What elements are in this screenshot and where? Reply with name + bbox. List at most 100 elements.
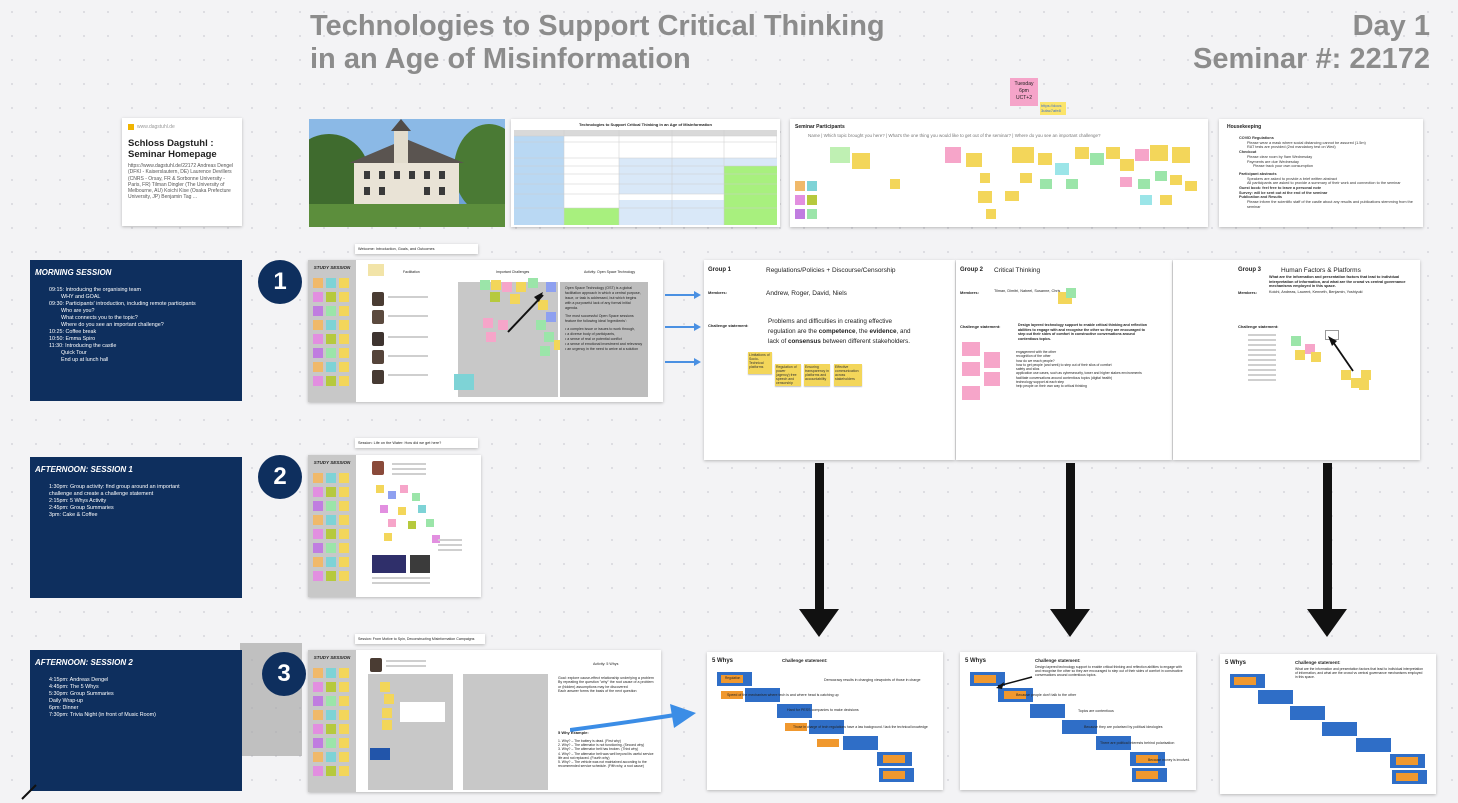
participant-note[interactable] [1038, 153, 1052, 165]
why-note[interactable] [1234, 677, 1256, 685]
participant-note[interactable] [1055, 163, 1069, 175]
participant-note[interactable] [1160, 195, 1172, 205]
participant-note[interactable] [807, 209, 817, 219]
palette-sticky[interactable] [326, 334, 336, 344]
why-note[interactable] [883, 771, 905, 779]
palette-sticky[interactable] [313, 682, 323, 692]
participant-note[interactable] [1106, 147, 1120, 159]
why-note[interactable] [721, 675, 743, 683]
group-note[interactable]: Ensuring transparency in platforms and a… [804, 364, 830, 386]
palette-sticky[interactable] [313, 543, 323, 553]
challenge-note[interactable] [540, 346, 550, 356]
palette-sticky[interactable] [339, 306, 349, 316]
group-note[interactable] [1361, 370, 1371, 380]
schedule-table-card[interactable]: Technologies to Support Critical Thinkin… [511, 119, 780, 227]
study-session-frame-2[interactable]: STUDY SESSION [308, 455, 481, 597]
group-note[interactable] [984, 372, 1000, 386]
session-note[interactable] [388, 519, 396, 527]
palette-sticky[interactable] [339, 696, 349, 706]
palette-sticky[interactable] [326, 376, 336, 386]
why-note[interactable] [974, 675, 996, 683]
session-note[interactable] [412, 493, 420, 501]
session-note[interactable] [382, 720, 392, 730]
palette-sticky[interactable] [313, 557, 323, 567]
participant-note[interactable] [1075, 147, 1089, 159]
palette-sticky[interactable] [326, 320, 336, 330]
homepage-link-card[interactable]: www.dagstuhl.de Schloss Dagstuhl : Semin… [122, 118, 242, 226]
group-note[interactable] [1291, 336, 1301, 346]
group-3-board[interactable]: Group 3 Human Factors & Platforms What a… [1173, 260, 1420, 460]
palette-sticky[interactable] [339, 473, 349, 483]
afternoon-session-2-panel[interactable]: AFTERNOON: SESSION 2 4:15pm: Andreas Den… [30, 650, 242, 791]
challenge-note[interactable] [480, 280, 490, 290]
challenge-note[interactable] [454, 374, 474, 390]
palette-sticky[interactable] [339, 543, 349, 553]
palette-sticky[interactable] [339, 557, 349, 567]
palette-sticky[interactable] [339, 334, 349, 344]
challenge-note[interactable] [538, 300, 548, 310]
palette-sticky[interactable] [313, 571, 323, 581]
group-2-board[interactable]: Group 2 Critical Thinking Members: Tilma… [956, 260, 1172, 460]
why-note[interactable] [1136, 771, 1158, 779]
challenge-note[interactable] [544, 332, 554, 342]
participant-note[interactable] [945, 147, 961, 163]
participant-note[interactable] [795, 209, 805, 219]
palette-sticky[interactable] [313, 766, 323, 776]
palette-sticky[interactable] [326, 306, 336, 316]
palette-sticky[interactable] [313, 738, 323, 748]
participant-note[interactable] [1140, 195, 1152, 205]
participant-note[interactable] [795, 181, 805, 191]
palette-sticky[interactable] [326, 571, 336, 581]
palette-sticky[interactable] [326, 529, 336, 539]
morning-session-panel[interactable]: MORNING SESSION 09:15: Introducing the o… [30, 260, 242, 401]
group-note[interactable] [1295, 350, 1305, 360]
session-note[interactable] [418, 505, 426, 513]
participant-note[interactable] [1150, 145, 1168, 161]
palette-sticky[interactable] [313, 515, 323, 525]
participants-board[interactable]: Seminar Participants Name | Which topic … [790, 119, 1208, 227]
link-sticky-note[interactable]: https://docs 3ufac7afe8 [1040, 102, 1066, 115]
palette-sticky[interactable] [339, 515, 349, 525]
session-note[interactable] [426, 519, 434, 527]
participant-note[interactable] [980, 173, 990, 183]
palette-sticky[interactable] [339, 487, 349, 497]
participant-note[interactable] [1040, 179, 1052, 189]
study-session-frame-3[interactable]: STUDY SESSION Activity: 5 Whys Goal: exp… [308, 650, 661, 792]
palette-sticky[interactable] [339, 278, 349, 288]
palette-sticky[interactable] [339, 766, 349, 776]
palette-sticky[interactable] [339, 682, 349, 692]
participant-note[interactable] [852, 153, 870, 169]
palette-sticky[interactable] [313, 348, 323, 358]
afternoon-session-1-panel[interactable]: AFTERNOON: SESSION 1 1:30pm: Group activ… [30, 457, 242, 598]
palette-sticky[interactable] [339, 724, 349, 734]
palette-sticky[interactable] [313, 362, 323, 372]
why-note[interactable] [817, 739, 839, 747]
participant-note[interactable] [1185, 181, 1197, 191]
study-session-frame-1[interactable]: STUDY SESSION Facilitation Important Cha… [308, 260, 663, 402]
group-note[interactable] [962, 386, 980, 400]
participant-note[interactable] [1170, 175, 1182, 185]
palette-sticky[interactable] [313, 724, 323, 734]
why-note[interactable] [1004, 691, 1026, 699]
participant-note[interactable] [1155, 171, 1167, 181]
participant-note[interactable] [1138, 179, 1150, 189]
palette-sticky[interactable] [339, 668, 349, 678]
participant-note[interactable] [795, 195, 805, 205]
participant-note[interactable] [1066, 179, 1078, 189]
group-1-board[interactable]: Group 1 Regulations/Policies + Discourse… [704, 260, 955, 460]
group-note[interactable] [984, 352, 1000, 368]
challenge-note[interactable] [498, 320, 508, 330]
session-note[interactable] [380, 505, 388, 513]
palette-sticky[interactable] [326, 710, 336, 720]
session-note[interactable] [380, 682, 390, 692]
participant-note[interactable] [1090, 153, 1104, 165]
challenge-note[interactable] [491, 280, 501, 290]
palette-sticky[interactable] [339, 738, 349, 748]
palette-sticky[interactable] [326, 278, 336, 288]
palette-sticky[interactable] [326, 501, 336, 511]
tuesday-sticky-note[interactable]: Tuesday 6pm UCT+2 [1010, 78, 1038, 106]
palette-sticky[interactable] [326, 696, 336, 706]
participant-note[interactable] [1020, 173, 1032, 183]
why-note[interactable] [785, 723, 807, 731]
participant-note[interactable] [807, 195, 817, 205]
